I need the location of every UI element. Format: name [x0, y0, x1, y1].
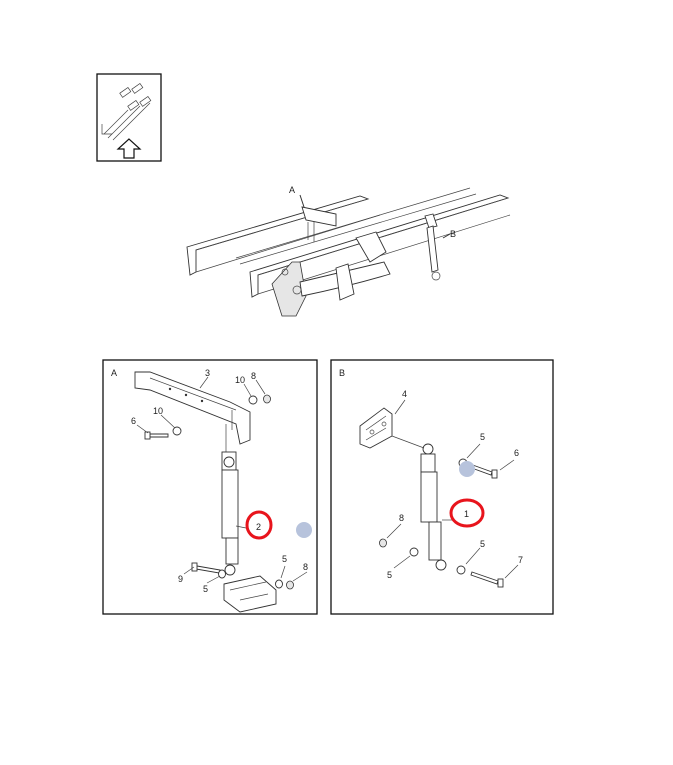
callout-a-label: A	[289, 185, 295, 195]
label-7-b: 7	[518, 555, 523, 565]
label-10-mid: 10	[153, 406, 163, 416]
label-1: 1	[464, 509, 469, 519]
marker-dot-a	[296, 522, 312, 538]
callout-b-label: B	[450, 229, 456, 239]
label-5-top-b: 5	[480, 432, 485, 442]
up-arrow-icon	[116, 138, 142, 159]
label-5-bottom-b: 5	[480, 539, 485, 549]
washer-left-b	[409, 547, 419, 557]
nut-bottom	[286, 580, 294, 590]
label-5-left-b: 5	[387, 570, 392, 580]
highlight-ring-2	[245, 510, 273, 540]
orientation-icon	[96, 73, 162, 162]
highlight-ring-1	[449, 498, 485, 528]
detail-a-corner-label: A	[111, 368, 117, 378]
label-4: 4	[402, 389, 407, 399]
marker-dot-b	[459, 461, 475, 477]
label-10-top: 10	[235, 375, 245, 385]
detail-b-corner-label: B	[339, 368, 345, 378]
bolt-top	[144, 431, 169, 440]
detail-b-panel: B	[330, 359, 554, 615]
label-6-b: 6	[514, 448, 519, 458]
washer-top	[248, 395, 258, 405]
shock-absorber-1	[420, 443, 447, 571]
washer-mid	[172, 426, 182, 436]
lower-mount	[223, 575, 277, 613]
label-8-b: 8	[399, 513, 404, 523]
label-3: 3	[205, 368, 210, 378]
washer-bottom-b	[456, 565, 466, 575]
label-8-top: 8	[251, 371, 256, 381]
bolt-bottom-b	[470, 571, 504, 588]
nut-top	[263, 394, 271, 404]
chassis-overview	[186, 187, 511, 317]
detail-a-panel: A	[102, 359, 318, 615]
label-8-bottom: 8	[303, 562, 308, 572]
washer-bottom	[218, 569, 226, 579]
label-6: 6	[131, 416, 136, 426]
shock-absorber-2	[221, 451, 239, 576]
label-5-right: 5	[282, 554, 287, 564]
bracket-3	[134, 371, 251, 452]
label-2: 2	[256, 522, 261, 532]
label-9: 9	[178, 574, 183, 584]
label-5-bottom: 5	[203, 584, 208, 594]
washer-right	[275, 579, 283, 589]
nut-left-b	[379, 538, 387, 548]
